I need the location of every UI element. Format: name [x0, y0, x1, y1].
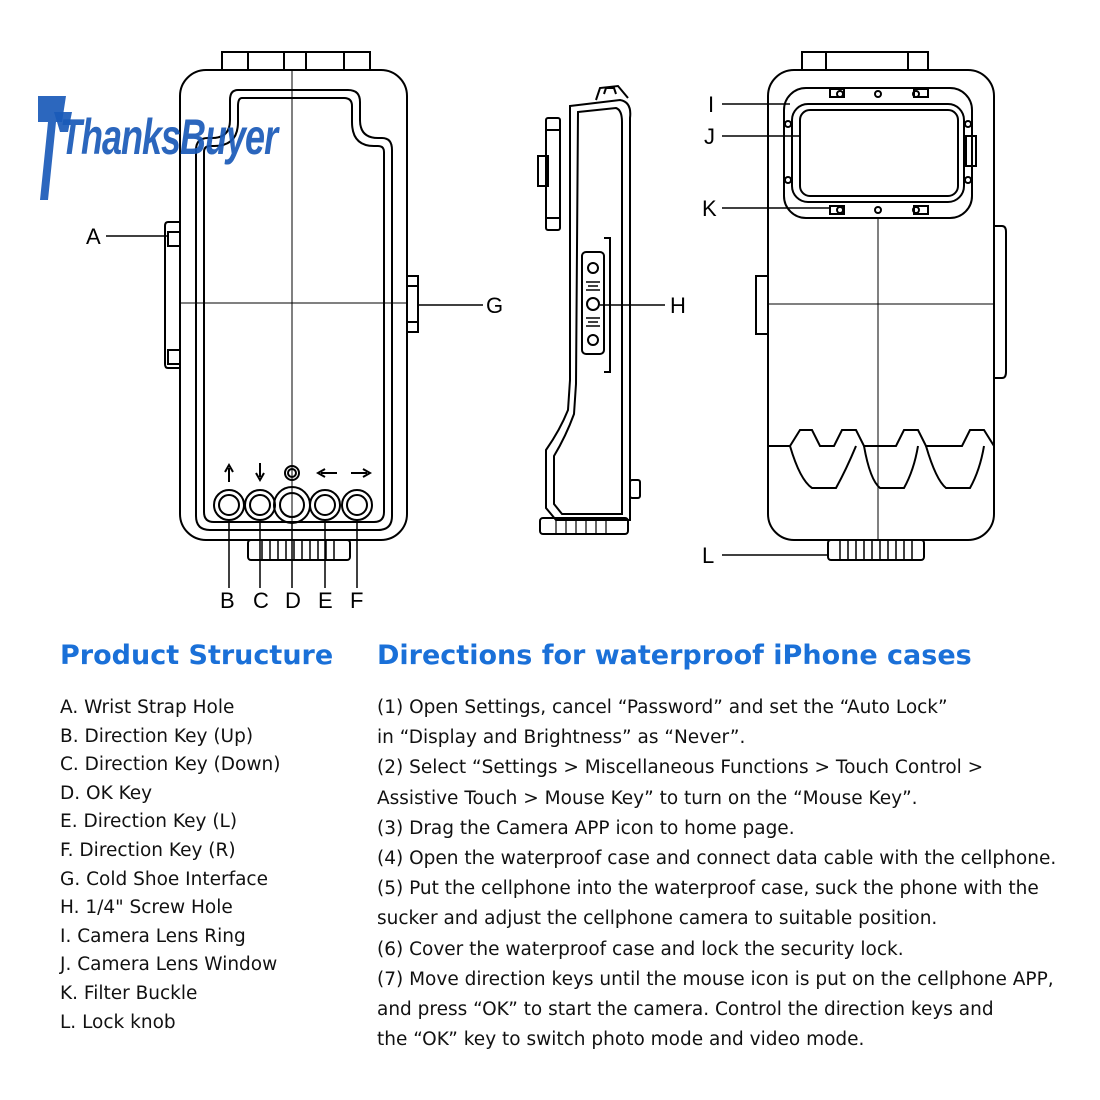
list-item: F. Direction Key (R) — [60, 839, 236, 861]
direction-line: (6) Cover the waterproof case and lock t… — [377, 938, 904, 960]
callout-d: D — [285, 588, 301, 613]
callout-a: A — [86, 224, 101, 249]
direction-line: (1) Open Settings, cancel “Password” and… — [377, 697, 948, 718]
list-item: H. 1/4" Screw Hole — [60, 897, 233, 919]
callout-e: E — [318, 588, 333, 613]
direction-line: the “OK” key to switch photo mode and vi… — [377, 1029, 865, 1051]
back-view — [722, 51, 1007, 561]
direction-line: (2) Select “Settings > Miscellaneous Fun… — [377, 757, 984, 779]
callout-l: L — [702, 543, 714, 568]
product-structure-list: A. Wrist Strap Hole B. Direction Key (Up… — [60, 694, 280, 1037]
callout-i: I — [708, 92, 714, 117]
list-item: K. Filter Buckle — [60, 982, 198, 1004]
directions-list: (1) Open Settings, cancel “Password” and… — [377, 693, 1077, 1055]
list-item: J. Camera Lens Window — [60, 954, 278, 976]
list-item: E. Direction Key (L) — [60, 811, 238, 833]
callout-b: B — [220, 588, 235, 613]
direction-line: (4) Open the waterproof case and connect… — [377, 848, 1057, 870]
list-item: L. Lock knob — [60, 1011, 176, 1033]
list-item: G. Cold Shoe Interface — [60, 868, 268, 890]
direction-line: sucker and adjust the cellphone camera t… — [377, 908, 938, 930]
direction-line: Assistive Touch > Mouse Key” to turn on … — [377, 787, 918, 809]
list-item: D. OK Key — [60, 782, 153, 804]
list-item: C. Direction Key (Down) — [60, 754, 281, 776]
product-structure-diagram: A B C D E F G H I J K L — [86, 51, 1007, 613]
logo-text: ThanksBuyer — [60, 108, 278, 166]
callout-labels: A B C D E F G H I J K L — [86, 92, 717, 613]
direction-line: (7) Move direction keys until the mouse … — [377, 968, 1054, 990]
callout-c: C — [253, 588, 269, 613]
list-item: B. Direction Key (Up) — [60, 725, 254, 747]
callout-h: H — [670, 293, 686, 318]
callout-k: K — [702, 196, 717, 221]
direction-line: (3) Drag the Camera APP icon to home pag… — [377, 817, 795, 839]
direction-line: and press “OK” to start the camera. Cont… — [377, 999, 994, 1021]
list-item: I. Camera Lens Ring — [60, 925, 246, 947]
callout-g: G — [486, 293, 503, 318]
logo-mark-icon — [38, 96, 72, 200]
direction-line: (5) Put the cellphone into the waterproo… — [377, 878, 1039, 900]
direction-line: in “Display and Brightness” as “Never”. — [377, 727, 746, 749]
directions-title: Directions for waterproof iPhone cases — [377, 640, 972, 671]
side-view — [537, 84, 665, 535]
callout-j: J — [704, 124, 715, 149]
callout-f: F — [350, 588, 363, 613]
front-view — [106, 51, 483, 588]
list-item: A. Wrist Strap Hole — [60, 697, 235, 718]
product-structure-title: Product Structure — [60, 640, 334, 671]
